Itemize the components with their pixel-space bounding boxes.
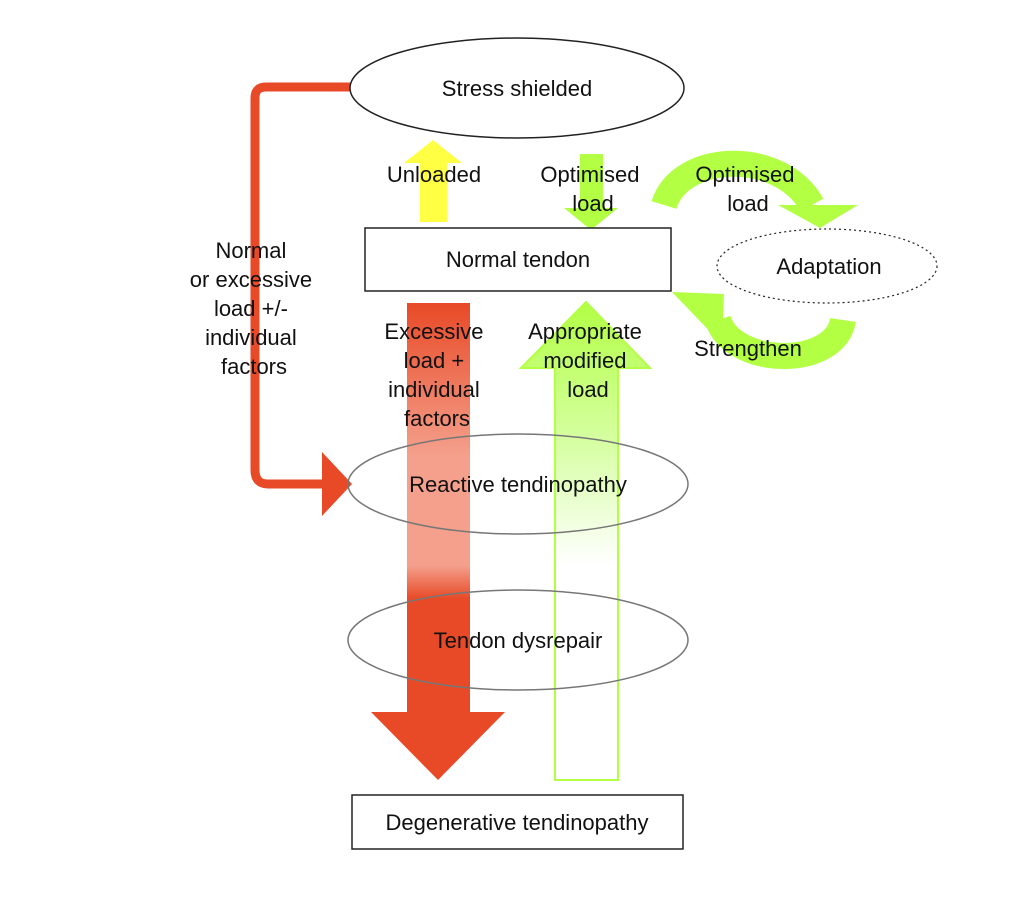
degenerative-tendinopathy-label: Degenerative tendinopathy	[386, 810, 649, 835]
tendon-dysrepair-node	[347, 589, 689, 691]
stress-shielded-label: Stress shielded	[442, 76, 592, 101]
stress-shielded-node	[349, 37, 685, 139]
reactive-tendinopathy-label: Reactive tendinopathy	[409, 472, 627, 497]
adaptation-label: Adaptation	[776, 254, 881, 279]
excessive-load-arrow	[371, 303, 505, 780]
cycle-top-arc	[651, 150, 824, 213]
degenerative-tendinopathy-node	[351, 794, 684, 850]
normal-tendon-node	[364, 227, 672, 292]
optimised-load-down-arrow	[564, 154, 618, 230]
cycle-bottom-arc	[705, 314, 856, 369]
stress-to-reactive-arrow	[250, 82, 352, 489]
stress-to-reactive-arrowhead	[322, 452, 352, 516]
excessive-load-label: Excessive load + individual factors	[384, 319, 489, 431]
normal-or-excessive-load-label: Normal or excessive load +/- individual …	[190, 238, 318, 379]
optimised-load-cycle-label: Optimised load	[695, 162, 800, 216]
normal-tendon-label: Normal tendon	[446, 247, 590, 272]
tendon-dysrepair-label: Tendon dysrepair	[434, 628, 603, 653]
optimised-load-down-label: Optimised load	[540, 162, 645, 216]
appropriate-load-arrow	[518, 300, 653, 781]
cycle-bottom-arrowhead	[672, 292, 724, 344]
unloaded-arrow	[404, 140, 462, 222]
cycle-top-arrowhead	[778, 205, 858, 228]
reactive-tendinopathy-node	[347, 433, 689, 535]
unloaded-label: Unloaded	[387, 162, 481, 187]
appropriate-load-label: Appropriate modified load	[528, 319, 648, 402]
strengthen-label: Strengthen	[694, 336, 802, 361]
adaptation-node	[716, 228, 938, 304]
